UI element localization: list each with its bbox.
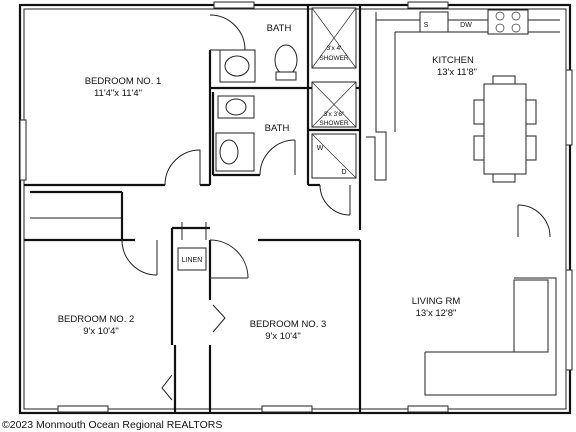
bedroom3-name: BEDROOM NO. 3: [250, 319, 327, 330]
linen-name: LINEN: [182, 257, 203, 264]
living-dims: 13'x 12'8": [416, 308, 457, 319]
dryer-label: D: [341, 169, 346, 176]
interior-walls: [24, 5, 362, 412]
kitchen-counters: [366, 9, 560, 181]
kitchen-dims: 13'x 11'8": [437, 67, 477, 78]
dishwasher-label: DW: [460, 22, 472, 29]
shower2-name: SHOWER: [319, 120, 349, 127]
bath-top-name: BATH: [267, 23, 292, 34]
bath-fixtures: [215, 7, 357, 179]
copyright-text: ©2023 Monmouth Ocean Regional REALTORS: [2, 419, 222, 431]
dining-table: [473, 75, 537, 183]
room-labels: BEDROOM NO. 1 11'4"x 11'4" BEDROOM NO. 2…: [58, 23, 477, 342]
bedroom2-dims: 9'x 10'4": [83, 326, 119, 337]
shower1-name: SHOWER: [319, 55, 349, 62]
bath-mid-name: BATH: [265, 123, 290, 134]
living-name: LIVING RM: [412, 296, 461, 307]
bedroom1-dims: 11'4"x 11'4": [94, 88, 142, 99]
sink-label: S: [424, 22, 429, 29]
fixture-labels: 3'x 4' SHOWER 3'x 3'6" SHOWER W D S DW: [317, 22, 473, 176]
closet-doors: [161, 304, 226, 401]
kitchen-name: KITCHEN: [432, 55, 474, 66]
bedroom1-name: BEDROOM NO. 1: [85, 76, 162, 87]
windows: [19, 1, 573, 413]
bedroom2-name: BEDROOM NO. 2: [58, 314, 135, 325]
bedroom3-dims: 9'x 10'4": [265, 331, 301, 342]
washer-label: W: [317, 145, 324, 152]
shower1-dims: 3'x 4': [327, 45, 342, 52]
sectional-sofa: [424, 277, 557, 396]
shower2-dims: 3'x 3'6": [324, 111, 345, 118]
